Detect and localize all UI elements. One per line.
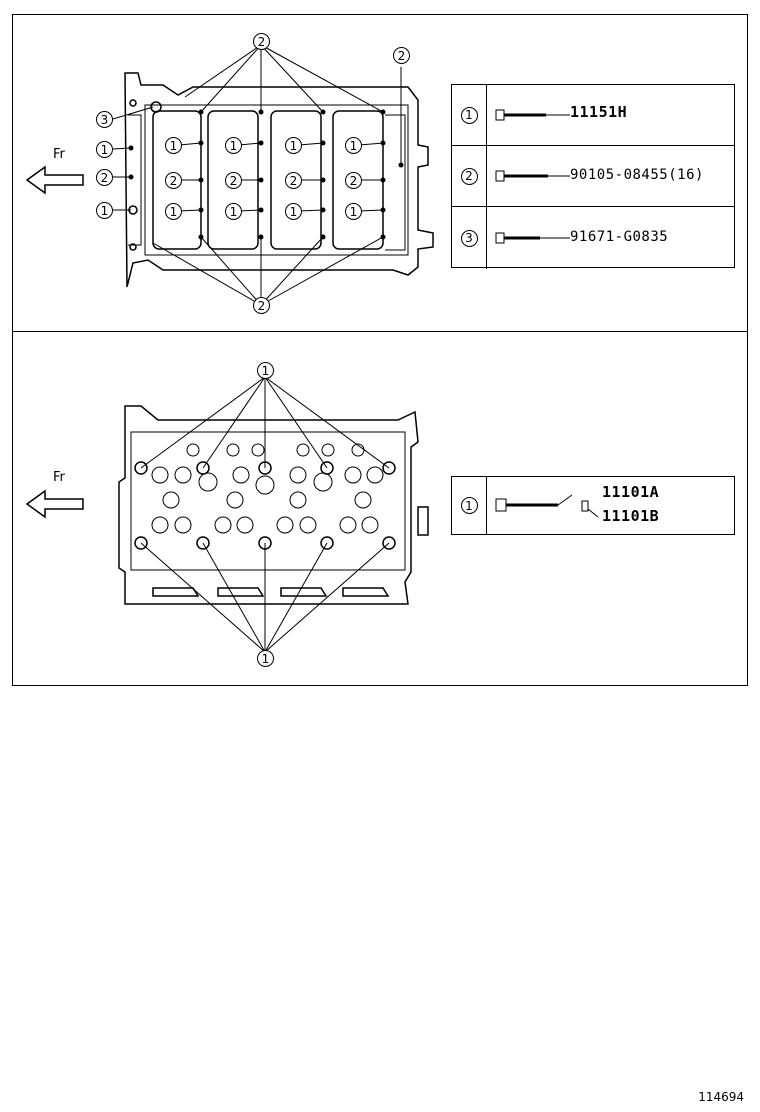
front-arrow <box>25 489 84 519</box>
callout-row1-col1: 1 <box>165 137 182 154</box>
bolt-icon <box>495 232 570 244</box>
top-parts-legend: 1 11151H 2 90105-08455(16) 3 91671-G0835 <box>451 84 735 269</box>
cylinder-head-outline <box>118 405 429 605</box>
callout-row2-col1: 2 <box>165 172 182 189</box>
bolt-washer-icon <box>495 494 599 518</box>
callout-row3-col4: 1 <box>345 203 362 220</box>
legend-index-3: 3 <box>460 229 478 247</box>
callout-2-right: 2 <box>393 47 410 64</box>
bottom-diagram-panel: Fr 1 1 1 11101A 11101B <box>12 331 748 686</box>
legend-row-3: 3 91671-G0835 <box>452 207 734 269</box>
legend-part-2: 90105-08455(16) <box>570 167 704 183</box>
callout-1-bottom: 1 <box>257 650 274 667</box>
illustration-code: 114694 <box>698 1090 744 1104</box>
callout-3-left: 3 <box>96 111 113 128</box>
callout-1-top: 1 <box>257 362 274 379</box>
callout-2-top: 2 <box>253 33 270 50</box>
cam-housing-outline <box>124 72 434 288</box>
callout-row2-col4: 2 <box>345 172 362 189</box>
legend-row-1: 1 11151H <box>452 85 734 146</box>
callout-2-left: 2 <box>96 169 113 186</box>
callout-row2-col3: 2 <box>285 172 302 189</box>
front-arrow <box>25 165 84 195</box>
callout-row1-col4: 1 <box>345 137 362 154</box>
callout-row1-col2: 1 <box>225 137 242 154</box>
legend-index-2: 2 <box>460 167 478 185</box>
valve-holes <box>151 443 384 534</box>
legend-part-1a: 11101A <box>602 483 660 501</box>
legend-part-1: 11151H <box>570 103 628 121</box>
legend-part-3: 91671-G0835 <box>570 229 669 245</box>
callout-row3-col3: 1 <box>285 203 302 220</box>
front-direction-label: Fr <box>53 147 65 162</box>
top-diagram-panel: Fr 2 2 3 1 2 1 2 1 1 1 1 2 2 2 2 1 1 1 1… <box>12 14 748 332</box>
legend-part-1b: 11101B <box>602 507 660 525</box>
legend-index-1: 1 <box>460 497 478 514</box>
front-direction-label: Fr <box>53 470 65 485</box>
head-bolt-holes <box>134 461 396 550</box>
callout-2-bottom: 2 <box>253 297 270 314</box>
bottom-parts-legend: 1 11101A 11101B <box>451 476 735 535</box>
valve-cover-drawing <box>25 44 434 306</box>
callout-row3-col2: 1 <box>225 203 242 220</box>
legend-row-2: 2 90105-08455(16) <box>452 146 734 207</box>
bolt-icon <box>495 109 570 121</box>
callout-1-left-upper: 1 <box>96 141 113 158</box>
leader-lines <box>112 44 402 306</box>
callout-1-left-lower: 1 <box>96 202 113 219</box>
legend-row-1: 1 11101A 11101B <box>452 477 734 534</box>
legend-index-1: 1 <box>460 106 478 124</box>
leader-lines <box>140 376 390 653</box>
cylinder-head-drawing <box>25 376 429 653</box>
callout-row1-col3: 1 <box>285 137 302 154</box>
callout-row2-col2: 2 <box>225 172 242 189</box>
callout-row3-col1: 1 <box>165 203 182 220</box>
bolt-icon <box>495 170 570 182</box>
